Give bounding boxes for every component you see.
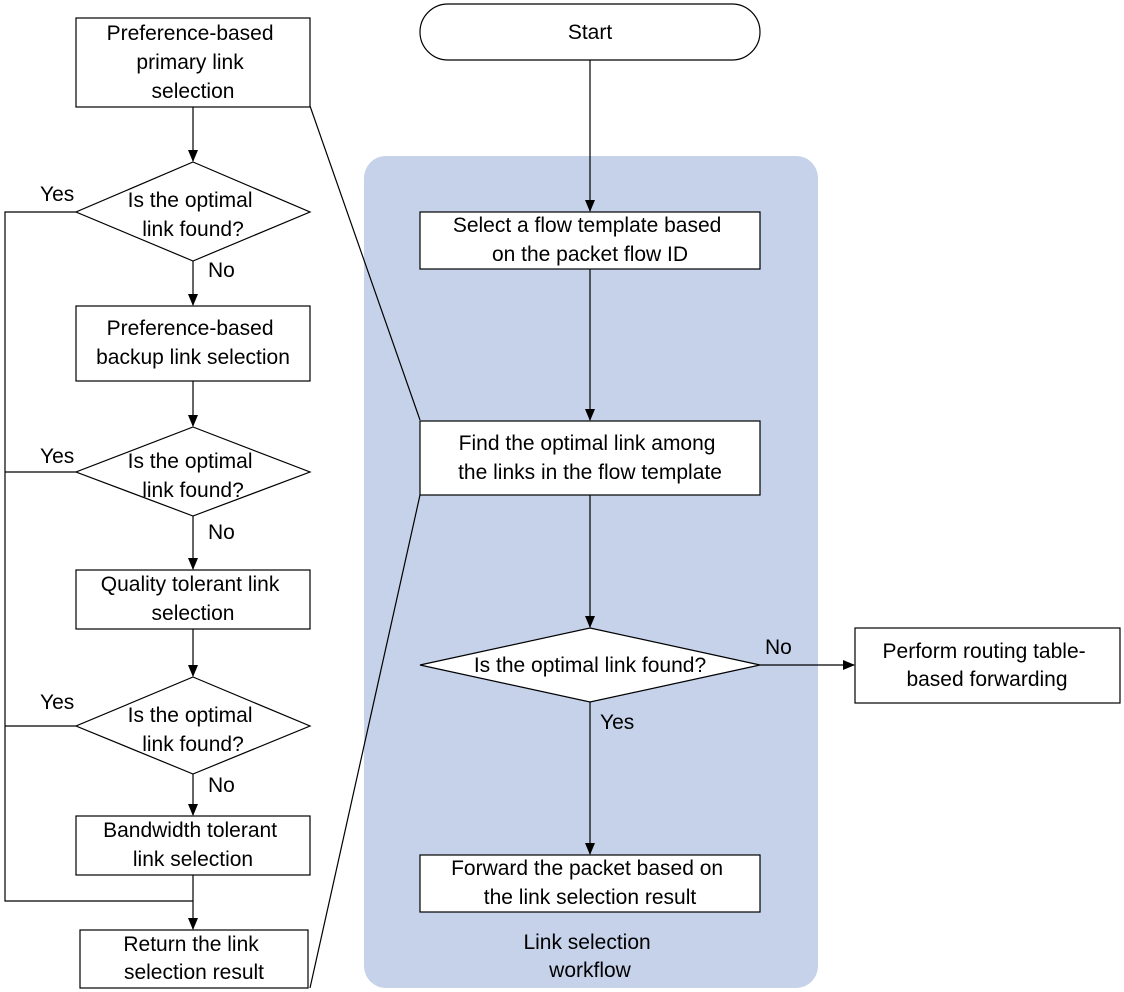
main-yes-label: Yes [600,711,634,734]
decision1-yes-label: Yes [40,183,74,206]
decision3-yes-label: Yes [40,691,74,714]
panel-caption: Link selection workflow [523,931,656,982]
decision3-no-label: No [208,774,235,797]
decision2-yes-label: Yes [40,445,74,468]
decision2-text: Is the optimal link found? [128,450,259,502]
main-no-label: No [765,636,792,659]
yes-bypass-line [4,211,193,902]
zoom-line-top [309,105,421,421]
select-template-box [419,211,761,270]
zoom-line-bottom [309,494,421,989]
result-text: Return the link selection result [123,933,264,984]
decision2-no-label: No [208,521,235,544]
decision1-text: Is the optimal link found? [128,189,259,241]
forward-box [419,854,761,913]
result-box [79,929,309,989]
primary-selection-text: Preference-based primary link selection [107,22,280,103]
forward-text: Forward the packet based on the link sel… [451,857,729,909]
workflow-panel [364,156,818,988]
find-optimal-text: Find the optimal link among the links in… [458,432,722,484]
backup-selection-box [75,305,311,382]
main-decision-text: Is the optimal link found? [474,654,706,677]
quality-selection-text: Quality tolerant link selection [101,573,285,625]
start-label: Start [568,21,613,44]
backup-selection-text: Preference-based backup link selection [96,317,290,369]
bandwidth-selection-box [75,815,311,876]
routing-table-text: Perform routing table- based forwarding [883,640,1092,691]
select-template-text: Select a flow template based on the pack… [453,214,727,266]
routing-table-box [854,627,1121,704]
find-optimal-box [419,420,761,496]
primary-selection-box [75,17,311,108]
bandwidth-selection-text: Bandwidth tolerant link selection [103,819,283,871]
decision1-no-label: No [208,259,235,282]
decision3-text: Is the optimal link found? [128,704,259,756]
